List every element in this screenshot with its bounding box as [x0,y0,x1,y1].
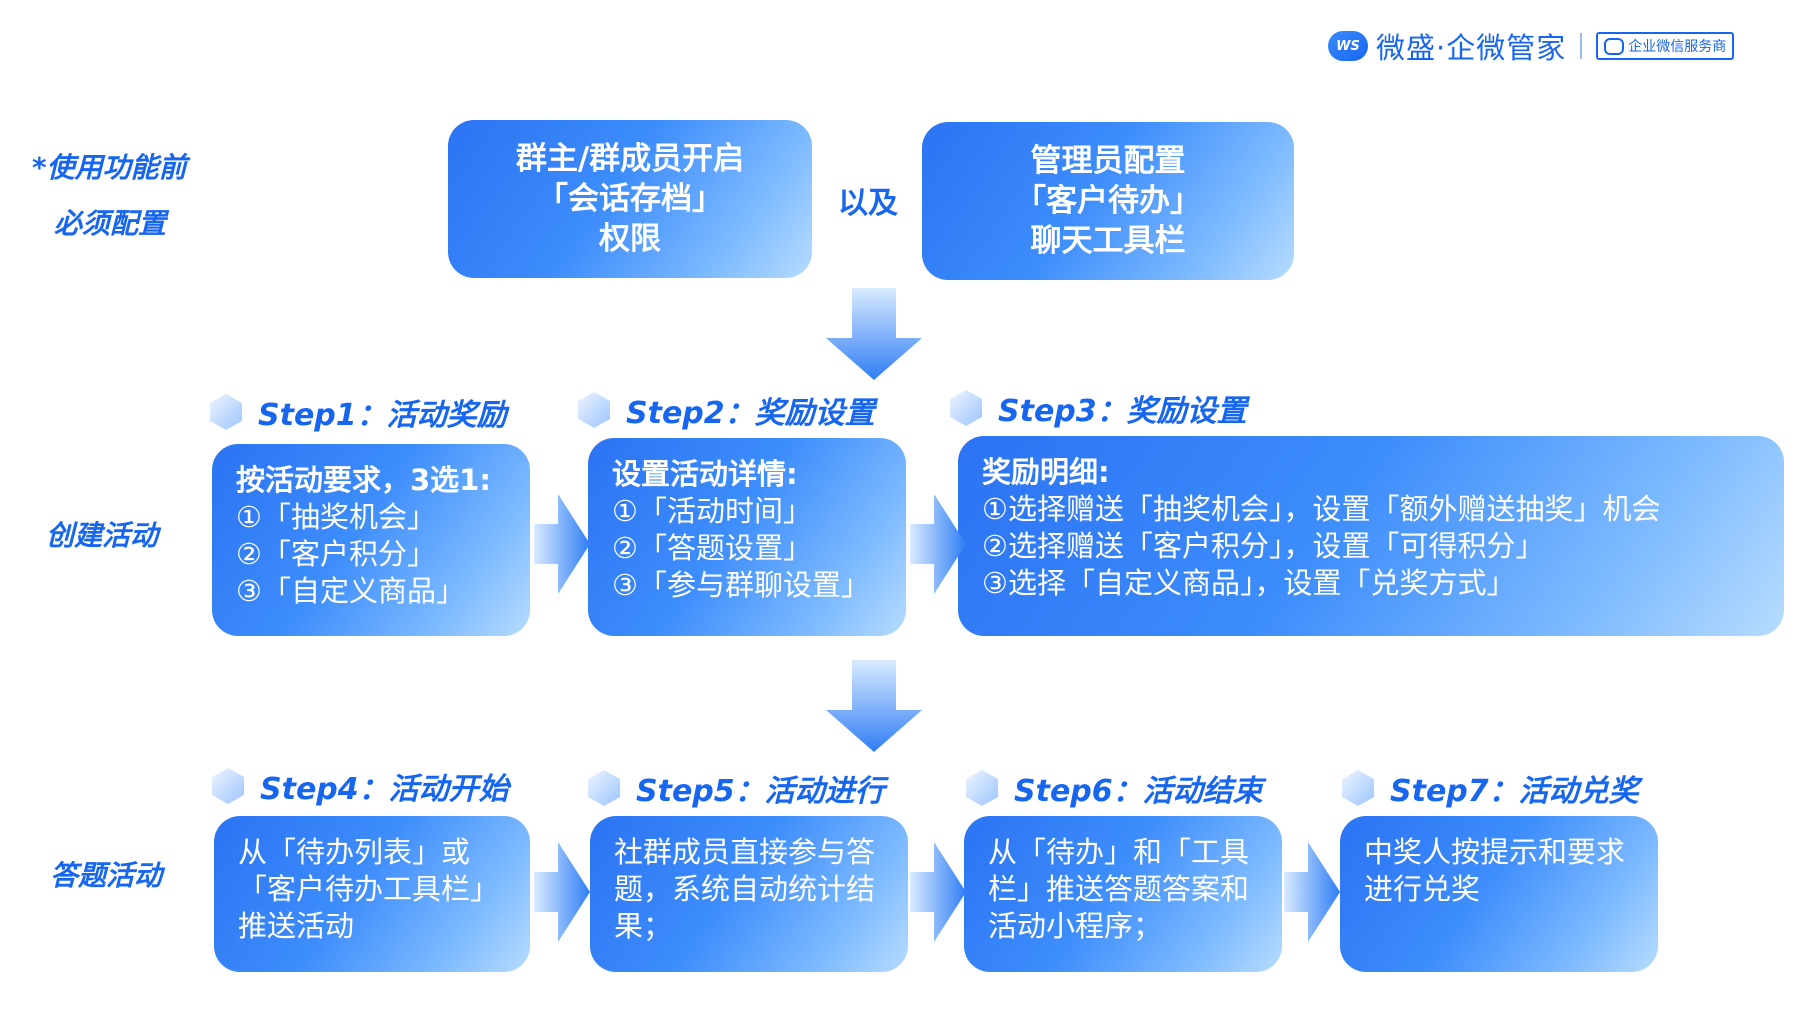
step1-item: ②「客户积分」 [236,537,436,571]
step6-title-text: Step6：活动结束 [1014,774,1263,809]
service-provider-badge: 企业微信服务商 [1596,32,1735,60]
hexagon-icon [950,390,982,426]
right-arrow-icon [534,494,590,594]
prereq-box2-line: 「客户待办」 [1015,183,1201,219]
step3-box: 奖励明细: ①选择赠送「抽奖机会」，设置「额外赠送抽奖」机会 ②选择赠送「客户积… [958,436,1784,636]
step2-title-text: Step2：奖励设置 [626,396,875,431]
and-connector: 以及 [838,186,898,221]
prereq-box2-line: 管理员配置 [1030,143,1186,179]
step5-title-text: Step5：活动进行 [636,774,885,809]
step1-title: Step1：活动奖励 [206,390,507,434]
step5-box: 社群成员直接参与答题，系统自动统计结果； [590,816,908,972]
step3-title: Step3：奖励设置 [946,386,1247,430]
step1-title-text: Step1：活动奖励 [258,398,507,433]
step4-title-text: Step4：活动开始 [260,772,509,807]
prereq-label-line2: 必须配置 [54,207,167,240]
step7-text: 中奖人按提示和要求进行兑奖 [1364,835,1626,906]
step3-title-text: Step3：奖励设置 [998,394,1247,429]
step3-item: ①选择赠送「抽奖机会」，设置「额外赠送抽奖」机会 [982,492,1661,526]
prereq-box2-line: 聊天工具栏 [1030,223,1186,259]
down-arrow-icon [826,660,922,752]
hexagon-icon [210,394,242,430]
step1-box: 按活动要求，3选1: ①「抽奖机会」 ②「客户积分」 ③「自定义商品」 [212,444,530,636]
section-label-create: 创建活动 [46,519,159,552]
step2-item: ③「参与群聊设置」 [612,568,870,602]
step2-item: ①「活动时间」 [612,494,812,528]
hexagon-icon [212,768,244,804]
prereq-box-admin-config: 管理员配置 「客户待办」 聊天工具栏 [922,122,1294,280]
step4-box: 从「待办列表」或「客户待办工具栏」推送活动 [214,816,530,972]
step3-head: 奖励明细: [982,455,1110,489]
right-arrow-icon [1284,842,1340,942]
prereq-box1-line: 权限 [599,221,661,257]
step5-title: Step5：活动进行 [584,766,885,810]
down-arrow-icon [826,288,922,380]
hexagon-icon [578,392,610,428]
hexagon-icon [966,770,998,806]
step1-item: ③「自定义商品」 [236,574,465,608]
right-arrow-icon [910,842,966,942]
section-label-quiz: 答题活动 [50,859,163,892]
step5-text: 社群成员直接参与答题，系统自动统计结果； [614,835,876,943]
prereq-box1-line: 群主/群成员开启 [515,141,745,177]
step6-title: Step6：活动结束 [962,766,1263,810]
step7-box: 中奖人按提示和要求进行兑奖 [1340,816,1658,972]
step3-item: ②选择赠送「客户积分」，设置「可得积分」 [982,529,1545,563]
right-arrow-icon [910,494,966,594]
step4-title: Step4：活动开始 [208,764,509,808]
hexagon-icon [1342,770,1374,806]
step1-head: 按活动要求，3选1: [236,463,491,497]
step2-head: 设置活动详情: [612,457,798,491]
prereq-box-session-archive: 群主/群成员开启 「会话存档」 权限 [448,120,812,278]
step6-text: 从「待办」和「工具栏」推送答题答案和活动小程序； [988,835,1250,943]
prereq-box1-line: 「会话存档」 [537,181,723,217]
step2-title: Step2：奖励设置 [574,388,875,432]
hexagon-icon [588,770,620,806]
step4-text: 从「待办列表」或「客户待办工具栏」推送活动 [238,835,500,943]
step3-item: ③选择「自定义商品」，设置「兑奖方式」 [982,566,1516,600]
step6-box: 从「待办」和「工具栏」推送答题答案和活动小程序； [964,816,1282,972]
right-arrow-icon [534,842,590,942]
step2-item: ②「答题设置」 [612,531,812,565]
chat-bubble-icon [1604,37,1625,55]
step7-title: Step7：活动兑奖 [1338,766,1639,810]
brand-name: 微盛·企微管家 [1376,31,1567,65]
step7-title-text: Step7：活动兑奖 [1390,774,1639,809]
prereq-label-line1: *使用功能前 [32,151,187,184]
logo-divider [1580,33,1583,59]
brand-logo: WS 微盛·企微管家 企业微信服务商 [1328,26,1735,66]
ws-chat-icon: WS [1328,31,1368,61]
step2-box: 设置活动详情: ①「活动时间」 ②「答题设置」 ③「参与群聊设置」 [588,438,906,636]
step1-item: ①「抽奖机会」 [236,500,436,534]
service-provider-text: 企业微信服务商 [1628,39,1727,55]
